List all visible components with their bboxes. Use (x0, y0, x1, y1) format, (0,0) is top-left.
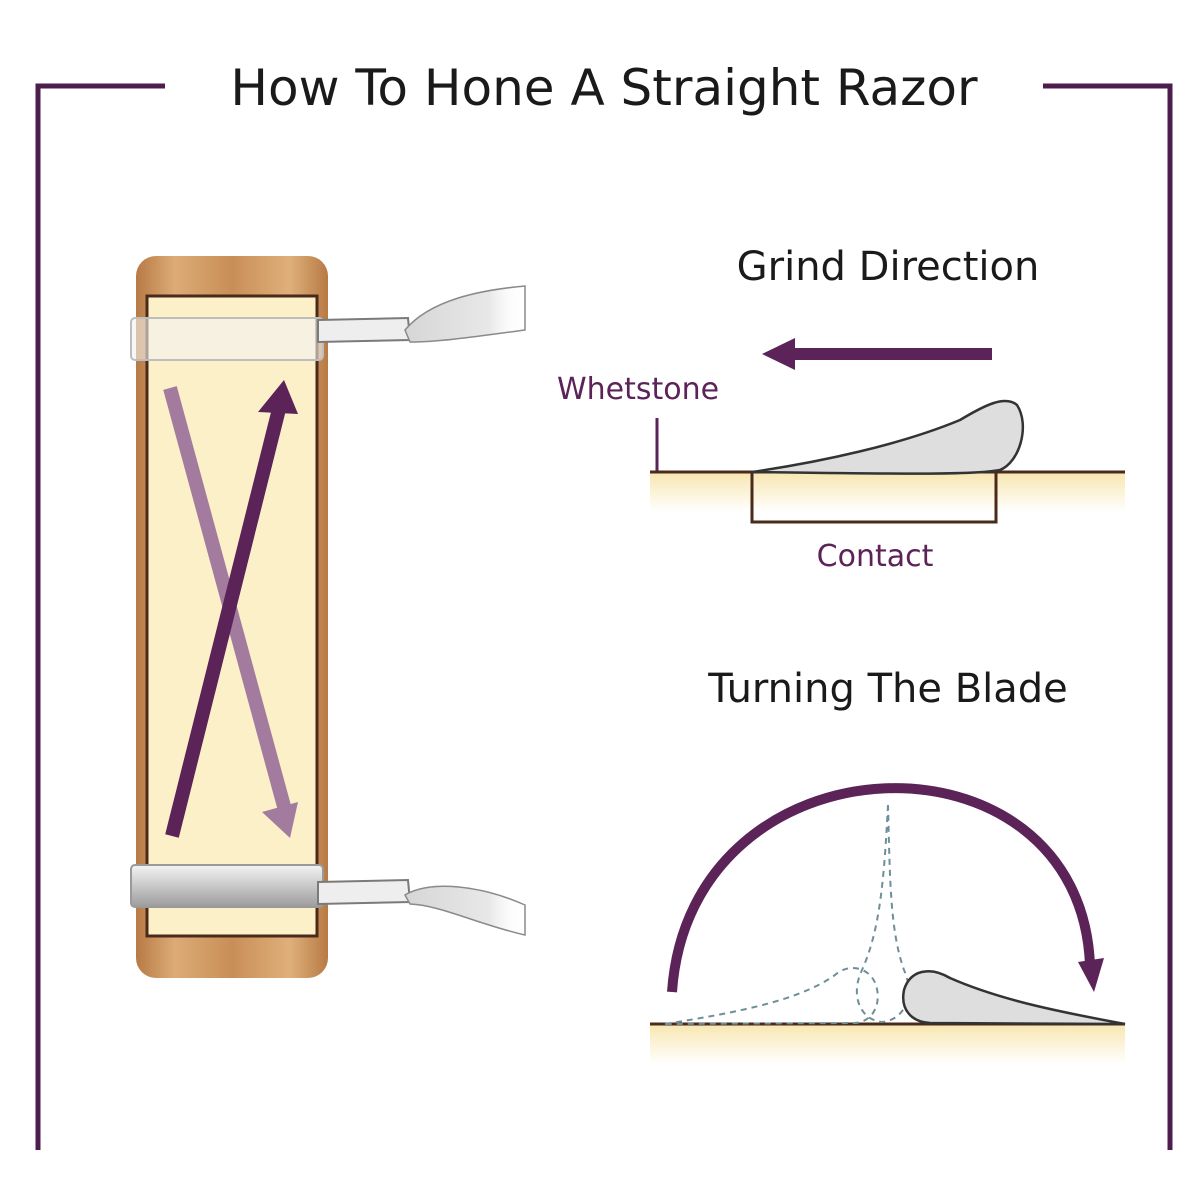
frame-left (35, 83, 165, 1150)
turning-blade-title: Turning The Blade (707, 666, 1068, 712)
turning-arc-arrow (667, 783, 1095, 993)
frame (35, 83, 1173, 1150)
grind-arrow-head (762, 338, 795, 370)
whetstone-label: Whetstone (557, 372, 719, 407)
downstroke-arrowhead (262, 802, 298, 838)
razor-bottom (130, 864, 526, 936)
grind-blade-profile (751, 399, 1025, 475)
whetstone-top-view (136, 256, 328, 978)
razor-bottom-blade (130, 864, 324, 908)
razor-top-blade (130, 317, 324, 361)
razor-top-handle (404, 285, 526, 343)
frame-right (1043, 83, 1173, 1150)
contact-label: Contact (817, 539, 934, 574)
page-title: How To Hone A Straight Razor (230, 59, 978, 117)
grind-direction-panel: Grind Direction Whetstone Contact (557, 244, 1125, 574)
razor-bottom-tang (317, 878, 412, 906)
turning-blade-profile (901, 970, 1126, 1026)
razor-top (130, 285, 526, 361)
razor-top-tang (317, 316, 412, 344)
turning-stone-side (650, 1024, 1125, 1064)
blade-ghost-vertical (855, 804, 910, 1024)
razor-bottom-handle (403, 885, 526, 936)
turning-blade-panel: Turning The Blade (650, 666, 1126, 1064)
turning-arc-arrowhead (1078, 958, 1104, 992)
grind-stone-side (650, 472, 1125, 512)
grind-direction-title: Grind Direction (737, 244, 1040, 290)
upstroke-arrowhead (258, 380, 298, 414)
upstroke-arrow (165, 403, 287, 838)
blade-ghost-left (664, 966, 879, 1025)
